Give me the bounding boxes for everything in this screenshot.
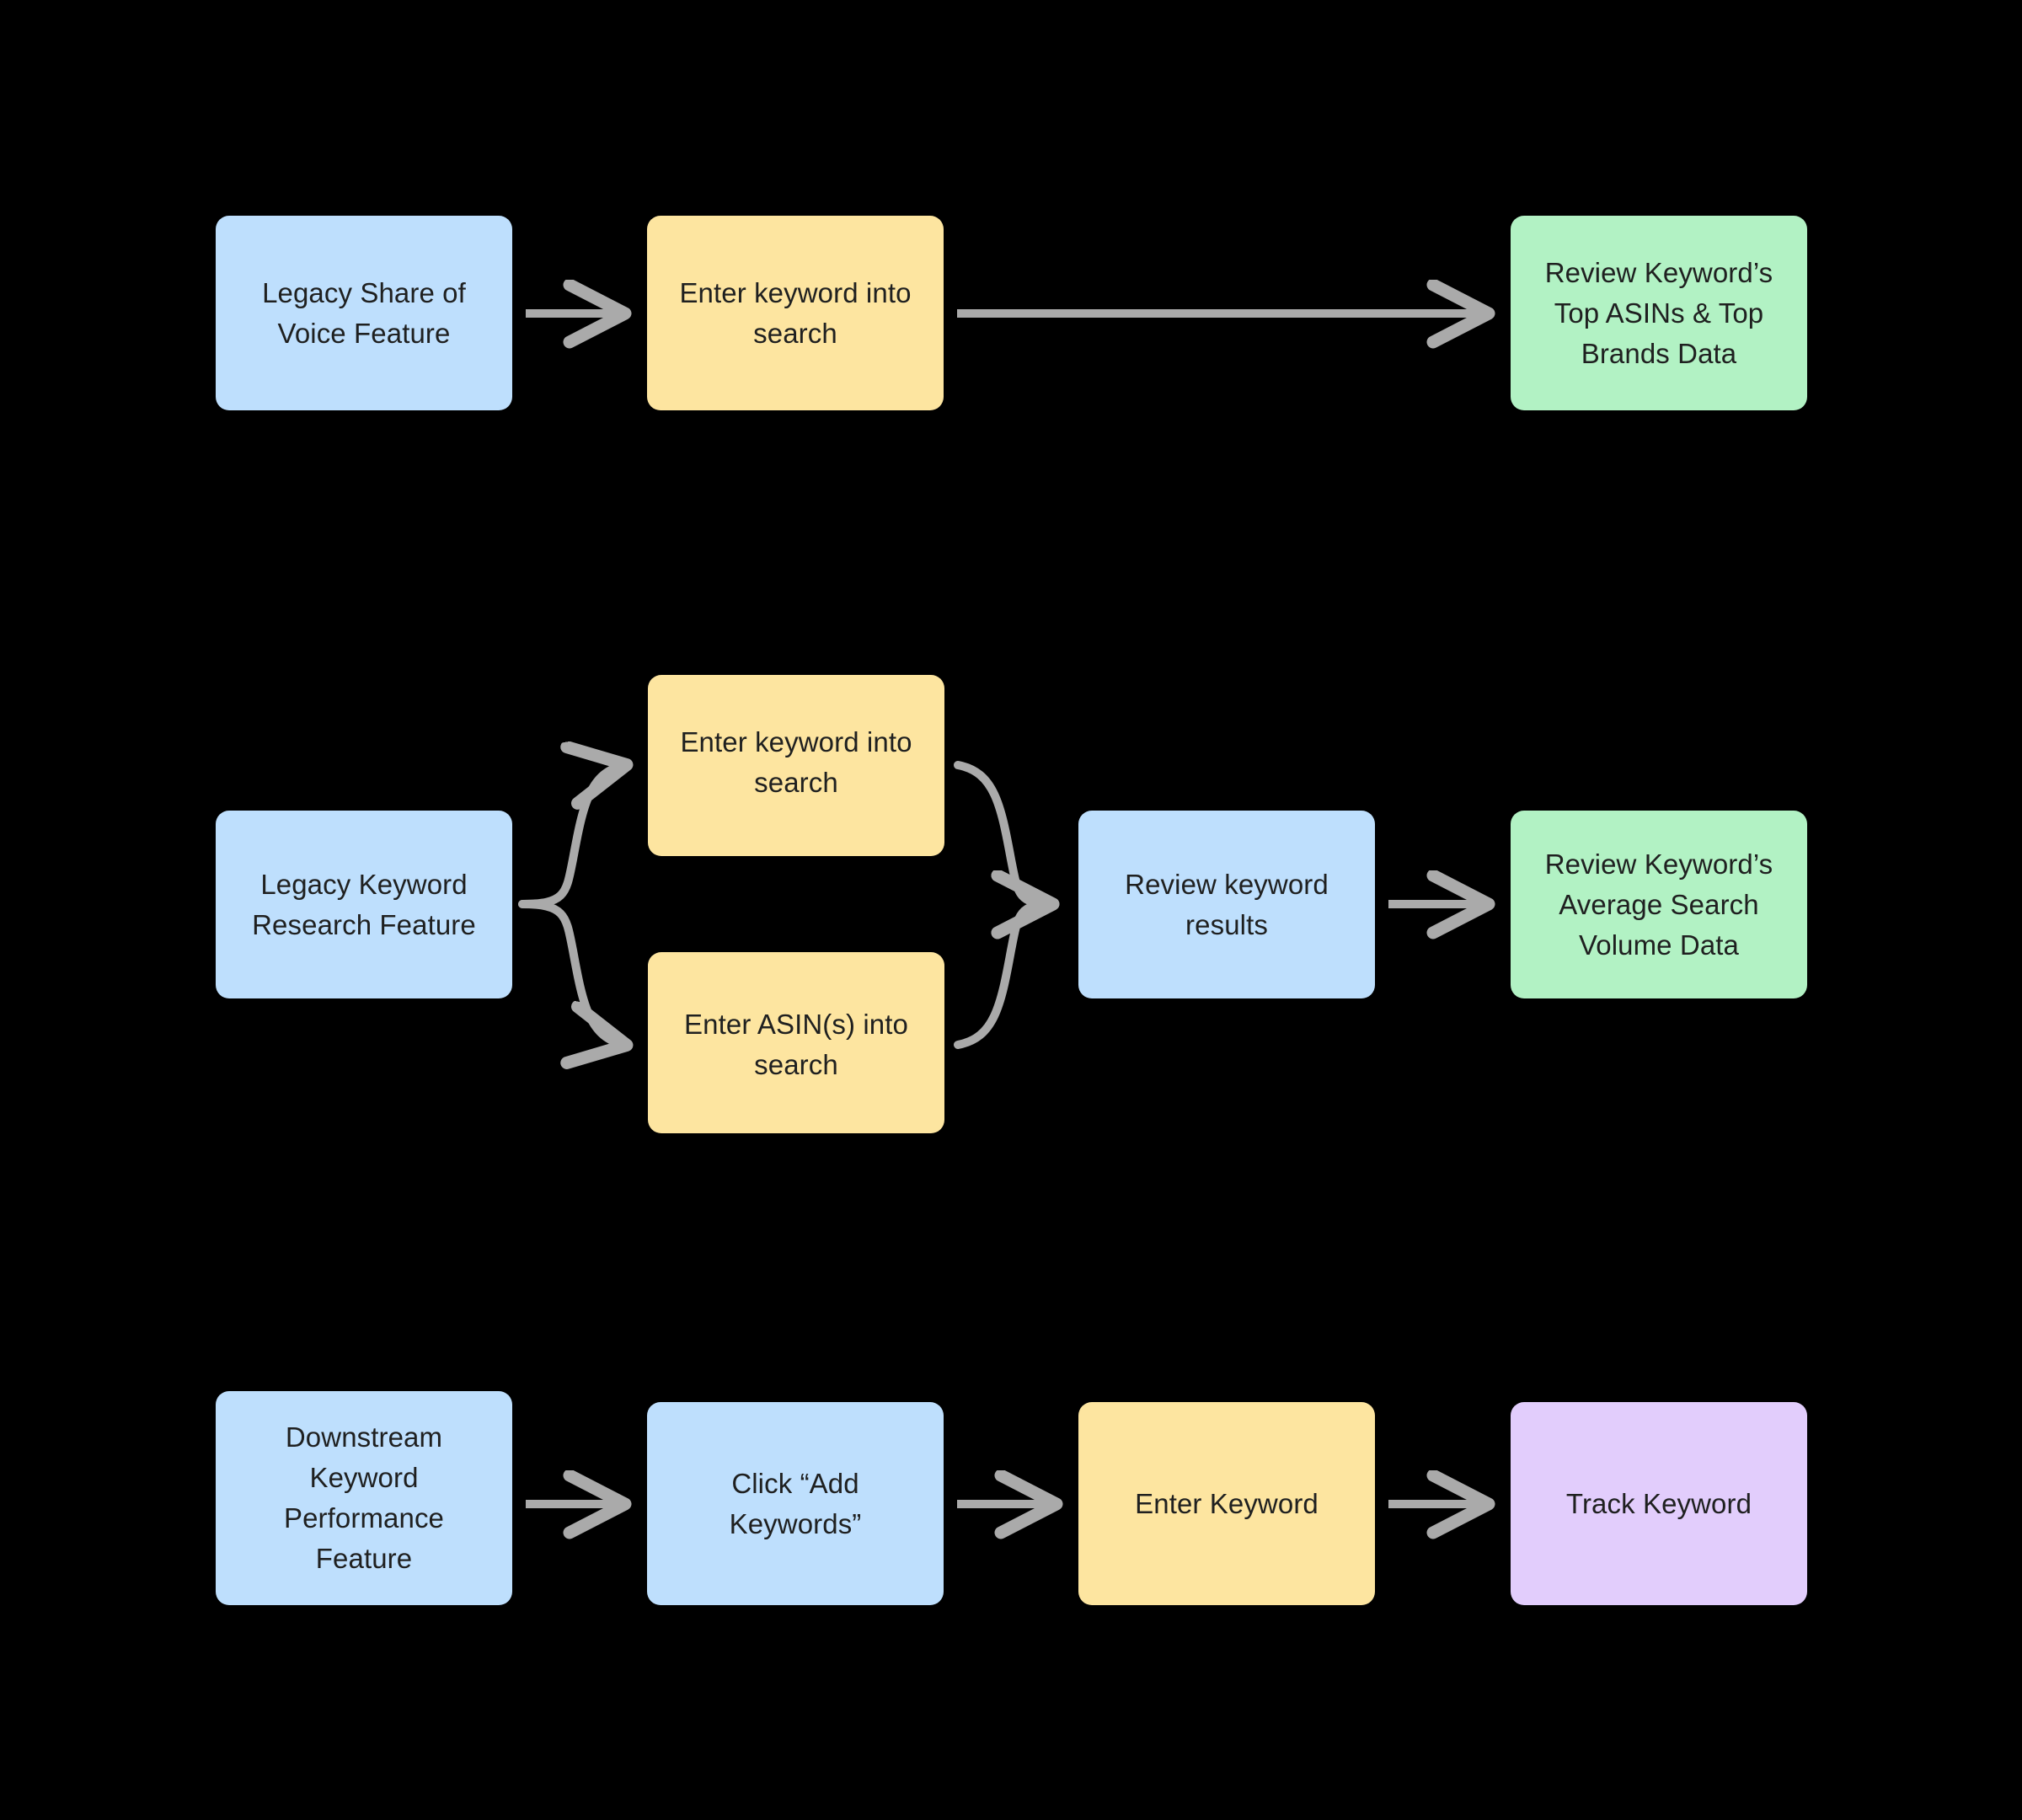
- node-label: Legacy Share of Voice Feature: [262, 276, 466, 349]
- node-label: Legacy Keyword Research Feature: [252, 868, 476, 940]
- edge-kr-start-to-enter-keyword: [518, 765, 625, 908]
- node-review-keyword-top-asins-and-top-brands-data[interactable]: Review Keyword’s Top ASINs & Top Brands …: [1511, 216, 1807, 410]
- node-track-keyword[interactable]: Track Keyword: [1511, 1402, 1807, 1605]
- node-label: Enter Keyword: [1135, 1487, 1319, 1519]
- node-sov-enter-keyword-into-search[interactable]: Enter keyword into search: [647, 216, 944, 410]
- edge-kr-start-to-enter-asin: [518, 900, 625, 1045]
- node-label: Track Keyword: [1565, 1487, 1752, 1519]
- node-kr-enter-asins-into-search[interactable]: Enter ASIN(s) into search: [648, 952, 944, 1133]
- node-label: Enter keyword into search: [680, 726, 912, 798]
- node-legacy-keyword-research-feature[interactable]: Legacy Keyword Research Feature: [216, 811, 512, 998]
- node-label: Downstream Keyword Performance Feature: [283, 1421, 444, 1574]
- node-downstream-keyword-performance-feature[interactable]: Downstream Keyword Performance Feature: [216, 1391, 512, 1605]
- node-label: Click “Add Keywords”: [729, 1467, 862, 1539]
- node-review-keyword-results[interactable]: Review keyword results: [1078, 811, 1375, 998]
- node-click-add-keywords[interactable]: Click “Add Keywords”: [647, 1402, 944, 1605]
- node-label: Review Keyword’s Average Search Volume D…: [1544, 848, 1773, 961]
- node-legacy-share-of-voice-feature[interactable]: Legacy Share of Voice Feature: [216, 216, 512, 410]
- edge-kr-enter-asin-to-review-results: [954, 904, 1051, 1049]
- node-label: Review keyword results: [1125, 868, 1329, 940]
- node-dk-enter-keyword[interactable]: Enter Keyword: [1078, 1402, 1375, 1605]
- node-review-keyword-average-search-volume-data[interactable]: Review Keyword’s Average Search Volume D…: [1511, 811, 1807, 998]
- node-label: Enter ASIN(s) into search: [684, 1009, 908, 1080]
- edge-kr-enter-keyword-to-review-results: [954, 761, 1051, 904]
- node-label: Review Keyword’s Top ASINs & Top Brands …: [1544, 256, 1773, 369]
- node-kr-enter-keyword-into-search[interactable]: Enter keyword into search: [648, 675, 944, 856]
- node-label: Enter keyword into search: [679, 276, 912, 349]
